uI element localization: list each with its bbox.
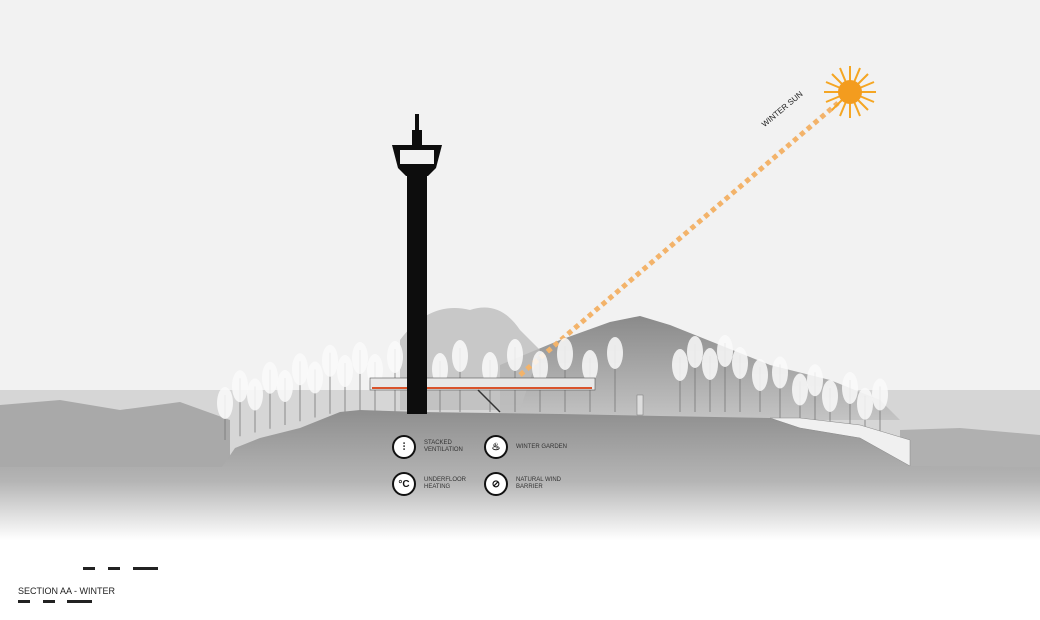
legend-label: STACKED VENTILATION xyxy=(424,440,463,453)
scale-bar xyxy=(108,567,120,570)
legend-underfloor-heating: °C UNDERFLOOR HEATING xyxy=(392,472,484,496)
tree xyxy=(717,335,733,412)
section-title: SECTION AA - WINTER xyxy=(18,586,116,596)
legend-label: UNDERFLOOR HEATING xyxy=(424,477,467,490)
legend-stacked-ventilation: ⫶ STACKED VENTILATION xyxy=(392,435,484,459)
sun-ray xyxy=(518,101,840,377)
underfloor-heating-icon: °C xyxy=(392,472,416,496)
tree xyxy=(732,347,748,412)
legend-label: WINTER GARDEN xyxy=(516,443,567,450)
tree xyxy=(277,370,293,425)
tree xyxy=(352,342,368,412)
tree xyxy=(337,355,353,412)
city-left xyxy=(0,400,230,468)
tree xyxy=(292,353,308,422)
tree xyxy=(322,344,338,414)
tree xyxy=(262,361,278,429)
legend-label: NATURAL WIND BARRIER xyxy=(516,477,561,490)
tree xyxy=(217,387,233,440)
ground-section xyxy=(0,410,1040,540)
tree xyxy=(607,337,623,412)
tree xyxy=(247,378,263,433)
scale-bar xyxy=(133,567,158,570)
stacked-ventilation-icon: ⫶ xyxy=(392,435,416,459)
tree xyxy=(307,361,323,418)
city-right xyxy=(900,428,1040,468)
stair xyxy=(477,389,501,413)
legend-natural-wind-barrier: ⊘ NATURAL WIND BARRIER xyxy=(484,472,576,496)
winter-garden-icon: ♨ xyxy=(484,435,508,459)
tree-row xyxy=(217,335,888,448)
tree xyxy=(672,349,688,412)
tree xyxy=(772,356,788,423)
tower xyxy=(392,114,442,414)
scale-bar xyxy=(18,600,30,603)
sun-icon xyxy=(824,66,876,118)
heating-strip xyxy=(372,387,592,389)
scale-bar xyxy=(67,600,92,603)
natural-wind-barrier-icon: ⊘ xyxy=(484,472,508,496)
scale-bar xyxy=(43,600,55,603)
tree xyxy=(687,336,703,412)
tree xyxy=(752,359,768,412)
retaining-wall xyxy=(769,417,911,467)
legend-winter-garden: ♨ WINTER GARDEN xyxy=(484,435,576,459)
tree xyxy=(232,370,248,437)
tree xyxy=(702,348,718,412)
monument xyxy=(636,394,644,416)
scale-bar xyxy=(83,567,95,570)
